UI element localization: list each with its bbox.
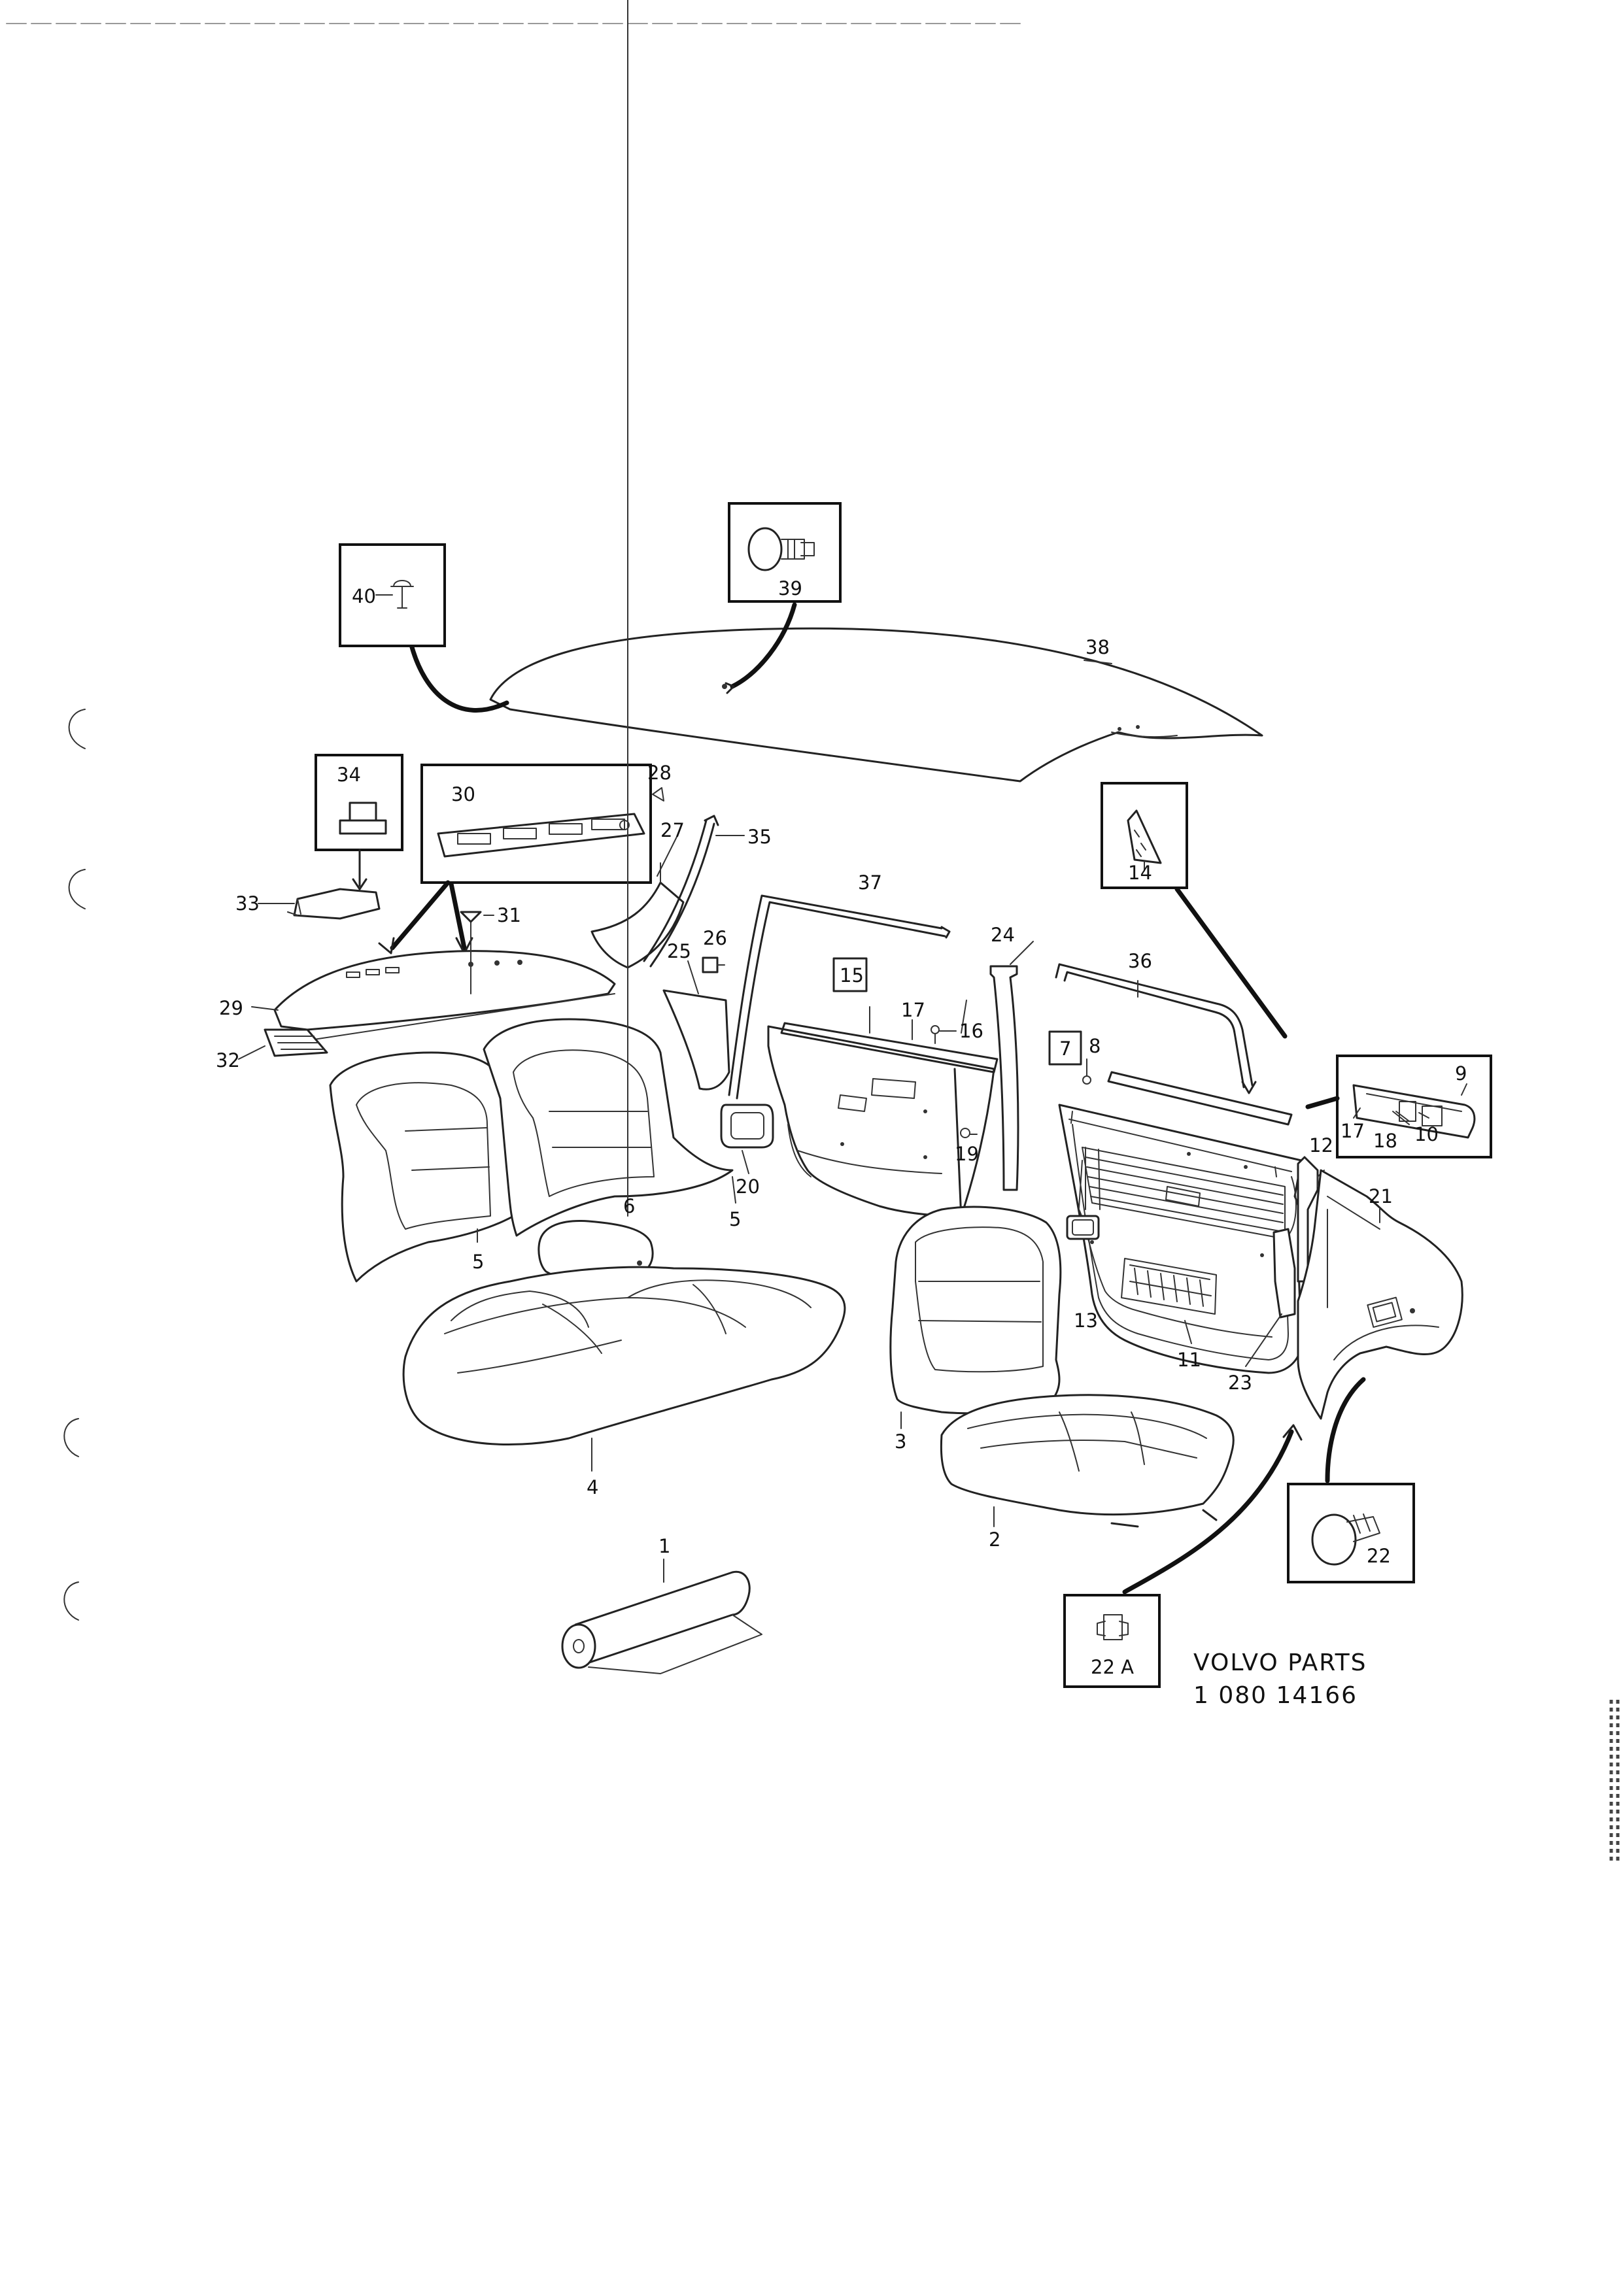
footer-part-number: 1 080 14166 (1193, 1682, 1358, 1709)
part-3-front-backrest (889, 1206, 1062, 1415)
leader-5b (732, 1176, 736, 1204)
callout-9: 9 (1455, 1062, 1467, 1085)
part-35 (643, 815, 745, 968)
callout-16: 16 (959, 1020, 983, 1042)
part-14-box (1101, 782, 1188, 889)
callout-14: 14 (1128, 862, 1152, 884)
callout-27: 27 (660, 819, 685, 841)
headliner-part (489, 627, 1263, 783)
part-39-box (728, 502, 842, 603)
callout-26: 26 (703, 927, 727, 949)
scan-artefacts (6, 23, 1620, 1863)
part-20 (720, 1104, 774, 1149)
callout-17b: 17 (1341, 1120, 1365, 1142)
leader-14 (1174, 886, 1288, 1039)
part-21-kick-panel (1297, 1169, 1463, 1420)
callout-4: 4 (587, 1476, 598, 1498)
callout-6: 6 (623, 1195, 635, 1217)
part-1-roll (561, 1570, 762, 1674)
part-28 (652, 787, 664, 802)
callout-39: 39 (778, 577, 802, 599)
part-7-box (1048, 1030, 1082, 1066)
part-33 (287, 888, 381, 920)
part-30-box (420, 764, 652, 884)
callout-5b: 5 (729, 1208, 741, 1230)
callout-35: 35 (747, 826, 772, 848)
part-5-rear-backrests (329, 1018, 734, 1283)
part-22a-box (1063, 1594, 1161, 1688)
leader-40 (409, 645, 509, 713)
callout-labels: 1 2 3 4 5 5 6 7 8 9 10 11 12 13 14 15 16… (216, 577, 1467, 1678)
part-40-box (339, 543, 446, 647)
callout-22a: 22 A (1091, 1656, 1134, 1678)
callout-23: 23 (1228, 1372, 1252, 1394)
callout-1: 1 (658, 1535, 670, 1557)
callout-38: 38 (1085, 636, 1110, 658)
part-26 (702, 956, 725, 973)
callout-32: 32 (216, 1049, 240, 1072)
callout-5a: 5 (472, 1251, 484, 1273)
part-24 (989, 965, 1019, 1191)
callout-19: 19 (955, 1143, 979, 1165)
part-31 (460, 911, 494, 923)
leader-22a (1122, 1429, 1294, 1595)
part-25 (662, 989, 730, 1090)
callout-36: 36 (1128, 950, 1152, 972)
callout-20: 20 (736, 1175, 760, 1198)
part-16 (931, 1025, 957, 1044)
callout-11: 11 (1177, 1349, 1201, 1371)
callout-33: 33 (235, 892, 260, 915)
callout-12: 12 (1309, 1134, 1333, 1156)
callout-22: 22 (1367, 1545, 1391, 1567)
callout-18: 18 (1373, 1130, 1397, 1152)
callout-37: 37 (858, 871, 882, 894)
callout-10: 10 (1414, 1123, 1439, 1145)
front-door-panel (1058, 1104, 1303, 1374)
callout-leaders (238, 660, 1429, 1367)
callout-29: 29 (219, 997, 243, 1019)
part-15-box (832, 957, 868, 992)
callout-2: 2 (989, 1528, 1000, 1551)
callout-24: 24 (991, 924, 1015, 946)
part-34-box (315, 754, 403, 851)
callout-21: 21 (1369, 1185, 1393, 1207)
leader-30a (390, 880, 451, 951)
leader-30b (449, 881, 467, 951)
part-6-armrest (538, 0, 654, 1281)
rear-door-panel (767, 1022, 999, 1221)
part-36 (1055, 963, 1257, 1094)
part-4-rear-cushion (402, 1266, 846, 1445)
part-9-box (1336, 1055, 1492, 1158)
part-8 (1082, 1058, 1091, 1085)
callout-7: 7 (1059, 1038, 1071, 1060)
part-23 (1273, 1228, 1296, 1319)
leader-39 (730, 602, 797, 689)
callout-34: 34 (337, 764, 361, 786)
front-door-seal-strip (1107, 1071, 1293, 1126)
part-37 (728, 894, 951, 1100)
part-27 (590, 862, 685, 969)
callout-28: 28 (647, 762, 672, 784)
callout-13: 13 (1074, 1309, 1098, 1332)
part-19 (960, 1128, 978, 1138)
part-32-mat (264, 1028, 328, 1057)
leader-22 (1325, 1377, 1366, 1483)
callout-3: 3 (895, 1430, 906, 1453)
callout-8: 8 (1089, 1035, 1101, 1057)
part-22-box (1287, 1483, 1415, 1583)
callout-25: 25 (667, 940, 691, 962)
callout-15: 15 (840, 964, 864, 987)
callout-31: 31 (497, 904, 521, 926)
footer-caption: VOLVO PARTS 1 080 14166 (1193, 1649, 1367, 1709)
leader-9 (1305, 1096, 1340, 1109)
footer-brand: VOLVO PARTS (1193, 1649, 1367, 1676)
callout-30: 30 (451, 783, 475, 805)
callout-40: 40 (352, 585, 376, 607)
callout-17a: 17 (901, 999, 925, 1021)
part-2-front-cushion (940, 1394, 1235, 1528)
